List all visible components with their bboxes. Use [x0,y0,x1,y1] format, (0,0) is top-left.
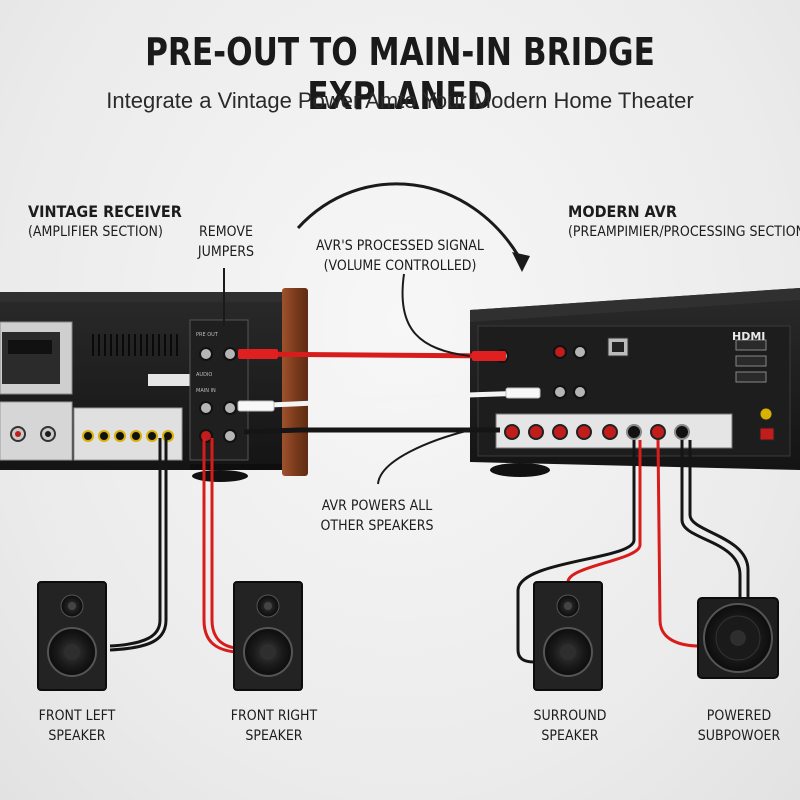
remove-jumpers-label: REMOVE JUMPERS [190,222,262,262]
modern-avr-label: MODERN AVR (PREAMPIMIER/PROCESSING SECTI… [568,202,800,242]
vintage-mainin-text: MAIN IN [196,388,216,394]
wood-side-panel [282,288,308,476]
modern-avr-label-line1: MODERN AVR [568,202,677,221]
processed-signal-line2: (VOLUME CONTROLLED) [323,258,477,274]
surround-label: SURROUND SPEAKER [525,706,615,746]
front-left-line2: SPEAKER [48,728,106,744]
avr-powers-line1: AVR POWERS ALL [321,498,433,514]
subwoofer-line2: SUBPOWOER [697,728,781,744]
subwoofer-cable [656,439,701,648]
vintage-receiver-label: VINTAGE RECEIVER (AMPLIFIER SECTION) [28,202,182,242]
vent-grille [92,334,178,356]
processed-signal-pointer [401,273,471,357]
processed-signal-label: AVR'S PROCESSED SIGNAL (VOLUME CONTROLLE… [310,236,490,276]
speaker-terminal-strip [82,430,174,442]
surround-speaker [533,581,603,691]
modern-avr-label-line2: (PREAMPIMIER/PROCESSING SECTION) [568,224,800,240]
surround-line2: SPEAKER [541,728,599,744]
powered-subwoofer [697,597,779,679]
remove-jumpers-line1: REMOVE [199,224,253,240]
subwoofer-line1: POWERED [706,708,772,724]
front-right-line1: FRONT RIGHT [230,708,318,724]
pre-out-jacks [199,347,237,361]
front-left-speaker [37,581,107,691]
front-left-line1: FRONT LEFT [38,708,116,724]
front-right-line2: SPEAKER [245,728,303,744]
page-title: PRE-OUT TO MAIN-IN BRIDGE EXPLANED [145,30,655,118]
processed-signal-line1: AVR'S PROCESSED SIGNAL [316,238,484,254]
red-rca-plug-left [238,349,278,359]
white-rca-plug-right [505,387,541,399]
red-rca-plug-right [472,351,506,361]
subwoofer-label: POWERED SUBPOWOER [690,706,789,746]
vintage-receiver-label-line2: (AMPLIFIER SECTION) [28,224,163,240]
avr-powers-label: AVR POWERS ALL OTHER SPEAKERS [319,496,436,536]
vintage-receiver [0,288,308,482]
white-rca-cable [239,390,541,409]
avr-hdmi-text: HDMI [732,330,765,343]
surround-line1: SURROUND [533,708,607,724]
page-subtitle: Integrate a Vintage Power Amto Your Mode… [106,88,694,113]
remove-jumpers-line2: JUMPERS [197,244,255,260]
front-right-label: FRONT RIGHT SPEAKER [220,706,328,746]
avr-powers-line2: OTHER SPEAKERS [320,518,434,534]
main-in-jacks [199,401,237,443]
vintage-preout-text: PRE OUT [196,332,219,338]
signal-arrow [296,182,524,263]
modern-avr [470,288,800,477]
front-right-speaker [233,581,303,691]
black-signal-cable [243,427,500,435]
front-right-speaker-wire [202,438,237,654]
front-left-label: FRONT LEFT SPEAKER [28,706,127,746]
white-rca-plug-left [237,400,275,412]
avr-powers-pointer [377,429,471,485]
avr-speaker-terminals [504,424,690,440]
front-left-speaker-wire [109,438,168,652]
vintage-receiver-label-line1: VINTAGE RECEIVER [28,202,182,221]
vintage-audio-text: AUDIO [196,372,212,378]
surround-speaker-wire [516,440,636,664]
